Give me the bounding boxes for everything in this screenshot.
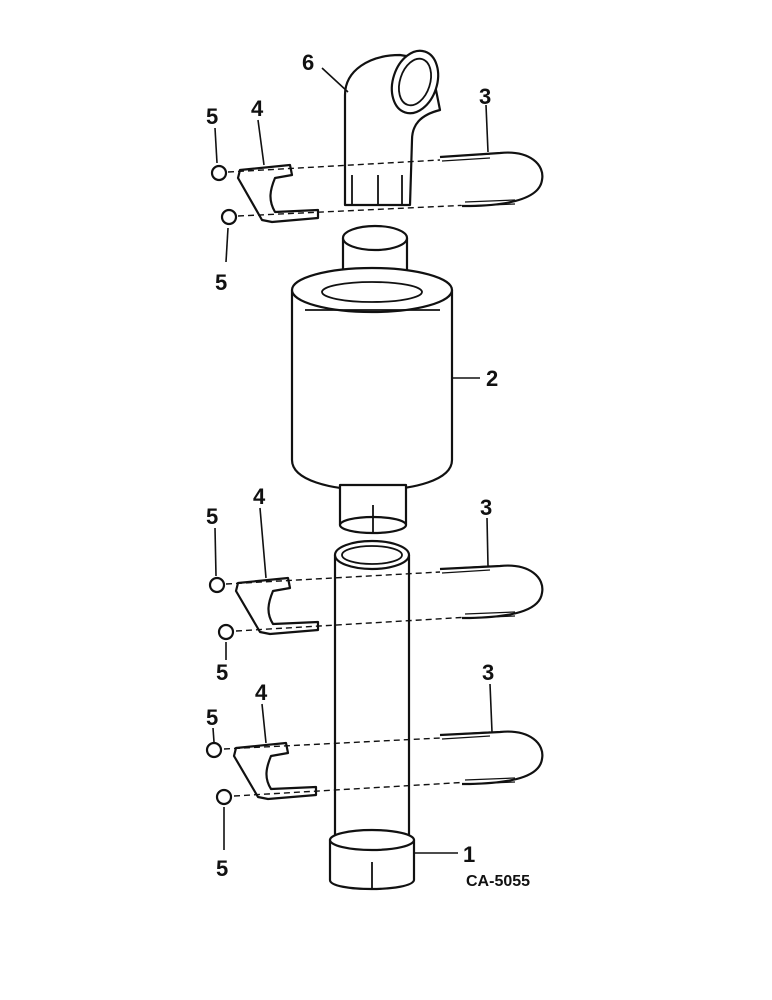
top-clamp-assembly — [210, 151, 544, 226]
callout-clamp-mid: 4 — [253, 484, 266, 509]
callout-tailpipe: 1 — [463, 842, 475, 867]
callout-u-bolt-top: 3 — [479, 84, 491, 109]
callout-nut-top-1: 5 — [206, 104, 218, 129]
muffler — [290, 224, 454, 535]
figure-id: CA-5055 — [466, 873, 530, 890]
callout-u-bolt-low: 3 — [482, 660, 494, 685]
callout-nut-top-2: 5 — [215, 270, 227, 295]
elbow-pipe — [343, 49, 442, 207]
leader-lines — [212, 67, 493, 854]
tailpipe — [328, 539, 416, 891]
callout-nut-low-1: 5 — [206, 705, 218, 730]
middle-clamp-assembly — [208, 564, 544, 641]
callout-elbow-pipe: 6 — [302, 50, 314, 75]
callout-u-bolt-mid: 3 — [480, 495, 492, 520]
callout-muffler: 2 — [486, 366, 498, 391]
callout-nut-low-2: 5 — [216, 856, 228, 881]
callout-nut-mid-2: 5 — [216, 660, 228, 685]
callout-clamp-low: 4 — [255, 680, 268, 705]
callout-clamp-top: 4 — [251, 96, 264, 121]
lower-clamp-assembly — [205, 730, 544, 806]
callout-nut-mid-1: 5 — [206, 504, 218, 529]
